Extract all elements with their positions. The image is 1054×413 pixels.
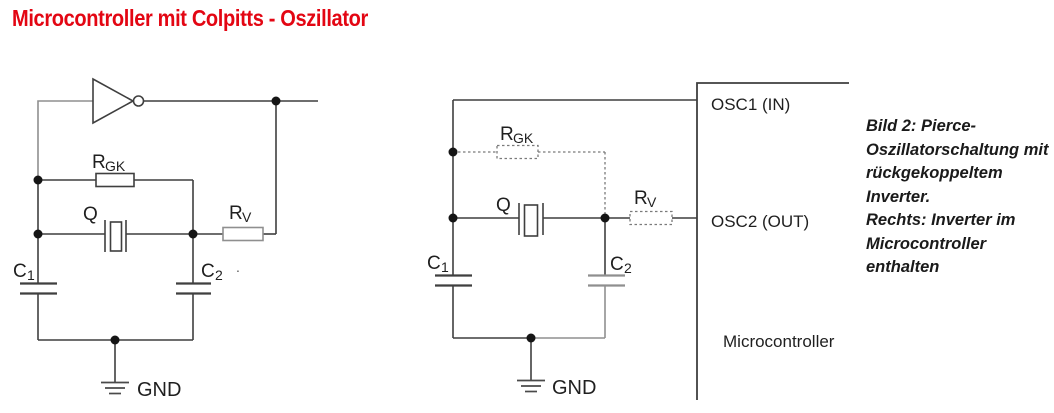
junction-dot	[600, 213, 610, 223]
junction-dot	[448, 147, 458, 157]
right-circuit-wires	[452, 99, 697, 380]
wire-inverter-input	[37, 100, 93, 180]
caption-line: Inverter.	[866, 187, 931, 206]
resistor-rgk-dashed-icon	[496, 144, 539, 160]
inverter-bubble-icon	[132, 95, 145, 107]
caption-line: Bild 2: Pierce-	[866, 117, 977, 135]
c1-label-sub: 1	[27, 267, 35, 283]
crystal-body	[109, 221, 123, 252]
resistor-rgk-icon	[95, 172, 135, 188]
caption-line: Rechts: Inverter im	[866, 211, 1016, 229]
c2-label-sub: 2	[624, 260, 632, 276]
rv-label: R	[634, 188, 648, 209]
rv-label: R	[229, 203, 243, 224]
c1-label-sub: 1	[441, 259, 449, 275]
c2-label: C	[201, 261, 215, 282]
capacitor-c1-icon	[435, 274, 472, 287]
crystal-q-icon	[104, 220, 127, 252]
rgk-label: R	[500, 124, 514, 145]
c2-label: C	[610, 254, 624, 275]
rv-label-sub: V	[647, 194, 657, 210]
rv-label-sub: V	[242, 209, 252, 225]
right-oscillator-circuit: R GK Q R V C 1 C 2 GND	[427, 99, 697, 399]
capacitor-c2-icon	[176, 282, 211, 295]
osc2-pin-label: OSC2 (OUT)	[711, 212, 809, 231]
ground-icon	[517, 379, 545, 393]
q-label: Q	[83, 204, 98, 225]
left-oscillator-circuit: R GK Q R V C 1 C 2 . GND	[13, 77, 318, 401]
caption-line: Microcontroller	[866, 234, 987, 253]
capacitor-c1-icon	[20, 282, 57, 295]
junction-dot	[33, 175, 43, 185]
c2-label-sub: 2	[215, 267, 223, 283]
junction-dot	[271, 96, 281, 106]
c1-label: C	[13, 261, 27, 282]
caption-line: enthalten	[866, 258, 940, 276]
gnd-label: GND	[552, 377, 596, 399]
resistor-rv-dashed-icon	[629, 210, 673, 226]
stray-dot: .	[236, 259, 240, 275]
figure-caption: Bild 2: Pierce- Oszillatorschaltung mit …	[866, 115, 1048, 280]
inverter-icon	[92, 77, 145, 125]
resistor-rv-icon	[222, 226, 264, 242]
rgk-label-sub: GK	[105, 158, 126, 174]
rgk-label-sub: GK	[513, 130, 534, 146]
crystal-q-icon	[518, 203, 544, 237]
gnd-label: GND	[137, 379, 181, 401]
capacitor-c2-icon	[588, 274, 625, 287]
junction-dots	[448, 147, 610, 343]
osc1-pin-label: OSC1 (IN)	[711, 95, 790, 114]
junction-dot	[188, 229, 198, 239]
inverter-triangle	[92, 77, 135, 125]
junction-dot	[110, 335, 120, 345]
q-label: Q	[496, 195, 511, 216]
microcontroller-outline	[696, 82, 849, 400]
figure-title: Microcontroller mit Colpitts - Oszillato…	[12, 5, 368, 31]
junction-dot	[448, 213, 458, 223]
ground-icon	[101, 381, 129, 395]
c1-label: C	[427, 253, 441, 274]
crystal-body	[523, 204, 539, 237]
left-circuit-wires	[37, 100, 318, 382]
junction-dot	[33, 229, 43, 239]
junction-dot	[526, 333, 536, 343]
rgk-dashed-branch	[453, 144, 606, 218]
rgk-label: R	[92, 152, 106, 173]
junction-dots	[33, 96, 281, 345]
caption-line: Oszillatorschaltung mit	[866, 140, 1049, 159]
microcontroller-label: Microcontroller	[723, 332, 835, 351]
microcontroller-box: OSC1 (IN) OSC2 (OUT) Microcontroller	[696, 82, 849, 400]
caption-line: rückgekoppeltem	[866, 164, 1003, 182]
